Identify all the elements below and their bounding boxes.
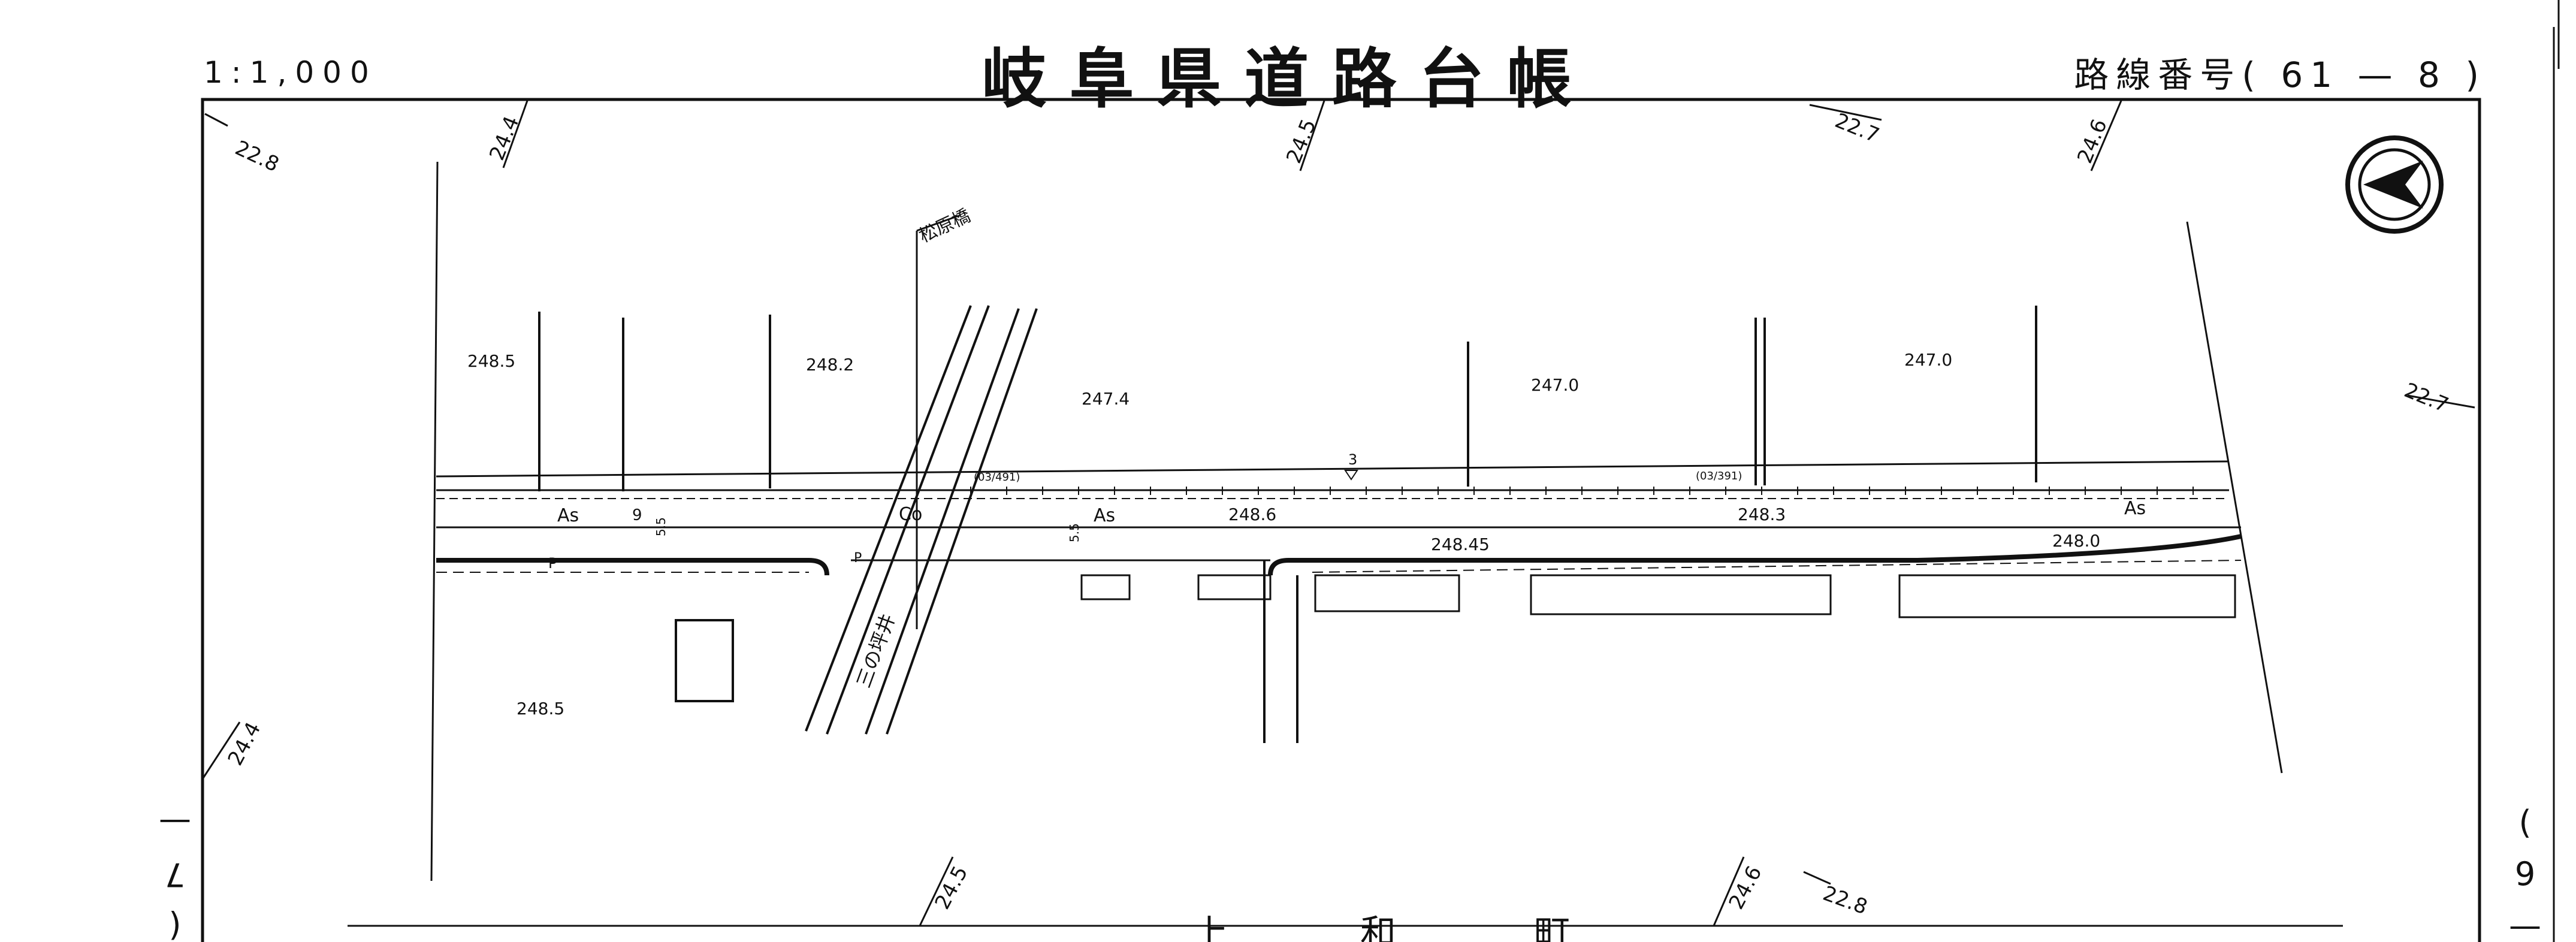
survey-point: 3 <box>1348 451 1357 468</box>
elevation: 248.5 <box>517 699 564 718</box>
contour-label: 24.4 <box>485 113 524 164</box>
road-edges <box>436 460 2242 576</box>
contour-label: 22.8 <box>1820 881 1871 919</box>
fence-ticks <box>970 487 2194 495</box>
surface-label: As <box>1094 505 1115 526</box>
elevation: 247.0 <box>1531 375 1579 395</box>
route-number: 路線番号( 61 — 8 ) <box>2074 55 2486 95</box>
width-label: 5.5 <box>1067 523 1082 542</box>
p-label: P <box>854 551 862 566</box>
elevation: 248.2 <box>806 355 854 375</box>
bridge-name: 松原橋 <box>916 205 974 247</box>
elevation: 248.0 <box>2052 531 2100 551</box>
surface-label: Co <box>899 504 922 525</box>
building <box>675 619 734 702</box>
elevation: 248.3 <box>1738 505 1786 524</box>
contour-label: 24.5 <box>931 862 973 914</box>
elevation: 248.6 <box>1228 505 1276 524</box>
contour-label: 22.7 <box>2401 378 2452 417</box>
property-lines <box>538 306 2037 743</box>
boundaries <box>348 161 2343 927</box>
p-label: P <box>548 555 557 572</box>
adjacent-sheet-right: ( 9 — <box>2509 804 2541 942</box>
surface-label: As <box>557 505 579 526</box>
map-frame <box>201 98 2481 942</box>
north-arrow-icon <box>2345 135 2444 234</box>
contour-ticks <box>201 100 2475 926</box>
section-label: (03/391) <box>1696 470 1742 482</box>
width-label: 9 <box>632 506 642 524</box>
district-name-char: 上 <box>1192 913 1228 942</box>
contour-label: 24.4 <box>224 718 266 770</box>
width-label: 5.5 <box>654 517 668 536</box>
elevation: 248.5 <box>467 351 515 371</box>
contour-label: 22.8 <box>231 136 283 177</box>
map-scale: 1:1,000 <box>204 55 378 90</box>
district-name-char: 和 <box>1360 913 1396 942</box>
elevation: 248.45 <box>1431 535 1490 554</box>
river-channel <box>805 305 1038 735</box>
district-name-char: 町 <box>1534 913 1570 942</box>
page-title: 岐阜県道路台帳 <box>982 42 1594 117</box>
elevation: 247.0 <box>1904 350 1952 370</box>
surface-label: As <box>2124 498 2146 519</box>
contour-label: 24.5 <box>1282 116 1321 167</box>
section-label: (03/491) <box>974 471 1020 484</box>
building-outlines <box>1080 574 2236 618</box>
elevation: 247.4 <box>1082 389 1130 409</box>
contour-label: 24.6 <box>2073 116 2112 167</box>
